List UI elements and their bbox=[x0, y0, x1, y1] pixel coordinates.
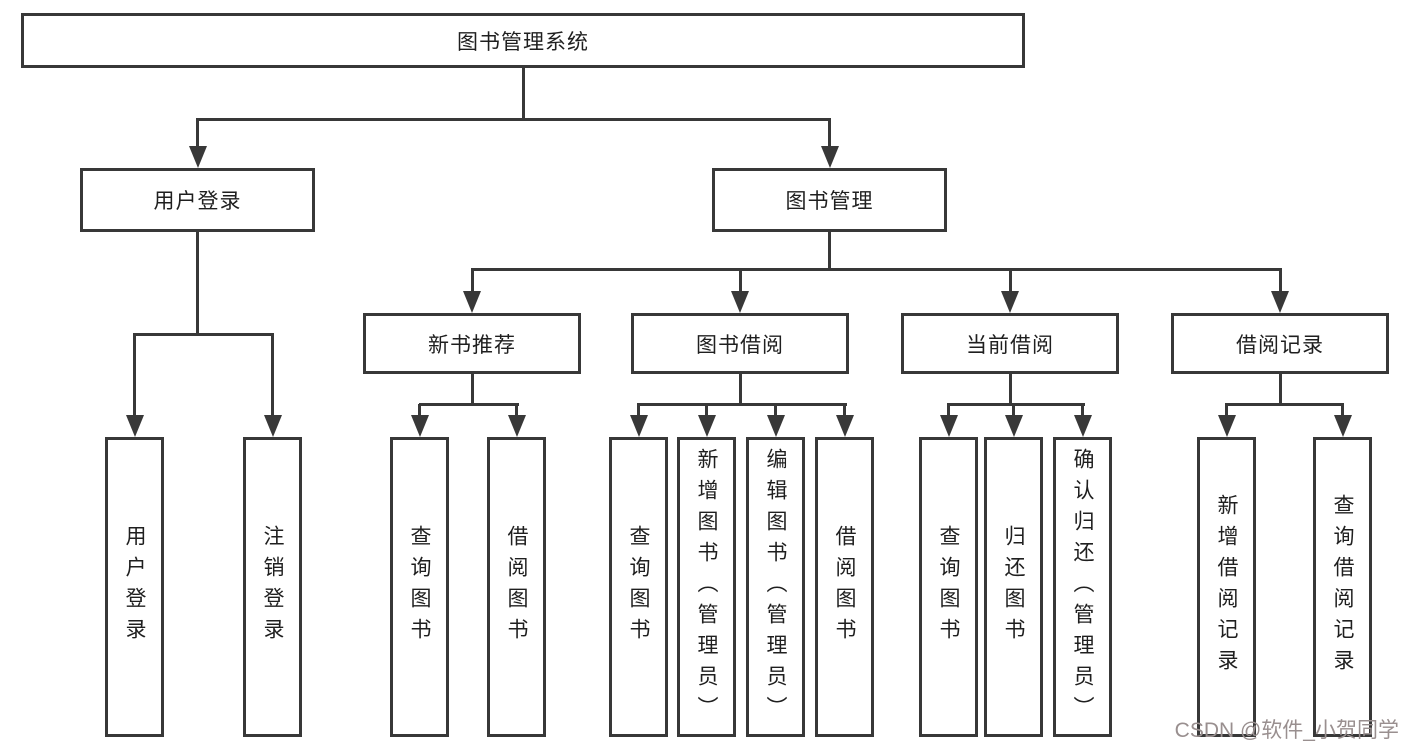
arrowhead-down-icon bbox=[1004, 415, 1023, 437]
connector-line bbox=[946, 402, 1085, 406]
arrowhead-down-icon bbox=[1217, 415, 1236, 437]
leaf-add-borrow-record: 新增借阅记录 bbox=[1197, 437, 1256, 737]
node-label: 图书管理 bbox=[785, 190, 874, 213]
connector-line bbox=[1012, 404, 1015, 417]
node-label: 新增图书（管理员） bbox=[695, 447, 718, 727]
node-label: 注销登录 bbox=[261, 525, 284, 649]
connector-line bbox=[196, 119, 199, 148]
arrowhead-down-icon bbox=[263, 415, 282, 437]
connector-line bbox=[1008, 269, 1012, 293]
connector-line bbox=[470, 269, 474, 293]
connector-line bbox=[947, 404, 950, 417]
arrowhead-down-icon bbox=[463, 291, 481, 313]
arrowhead-down-icon bbox=[188, 146, 207, 168]
arrowhead-down-icon bbox=[820, 146, 839, 168]
connector-line bbox=[843, 404, 846, 417]
arrowhead-down-icon bbox=[629, 415, 648, 437]
leaf-query-books-recommend: 查询图书 bbox=[390, 437, 449, 737]
node-label: 新书推荐 bbox=[428, 333, 516, 357]
connector-line bbox=[418, 402, 519, 406]
leaf-borrow-books-recommend: 借阅图书 bbox=[487, 437, 546, 737]
node-library-system-root: 图书管理系统 bbox=[21, 13, 1025, 68]
node-new-book-recommend: 新书推荐 bbox=[363, 313, 581, 374]
leaf-query-books-current: 查询图书 bbox=[919, 437, 978, 737]
leaf-query-borrow-record: 查询借阅记录 bbox=[1313, 437, 1372, 737]
node-label: 查询图书 bbox=[937, 525, 960, 649]
connector-line bbox=[705, 404, 708, 417]
connector-line bbox=[738, 374, 742, 406]
node-label: 借阅记录 bbox=[1236, 333, 1324, 357]
node-label: 图书借阅 bbox=[696, 333, 784, 357]
node-label: 查询图书 bbox=[408, 525, 431, 649]
node-label: 当前借阅 bbox=[966, 333, 1054, 357]
connector-line bbox=[470, 374, 474, 406]
arrowhead-down-icon bbox=[410, 415, 429, 437]
arrowhead-down-icon bbox=[1271, 291, 1289, 313]
arrowhead-down-icon bbox=[1333, 415, 1352, 437]
connector-line bbox=[418, 404, 421, 417]
node-label: 归还图书 bbox=[1002, 525, 1025, 649]
connector-line bbox=[470, 267, 1282, 271]
node-label: 图书管理系统 bbox=[457, 30, 589, 54]
connector-line bbox=[1278, 374, 1282, 406]
connector-line bbox=[1081, 404, 1084, 417]
leaf-edit-book-admin: 编辑图书（管理员） bbox=[746, 437, 805, 737]
leaf-query-books-borrowing: 查询图书 bbox=[609, 437, 668, 737]
node-label: 新增借阅记录 bbox=[1215, 494, 1238, 680]
watermark: CSDN @软件_小贺同学 bbox=[1174, 719, 1399, 742]
node-label: 用户登录 bbox=[123, 525, 146, 649]
connector-line bbox=[828, 232, 831, 271]
arrowhead-down-icon bbox=[1001, 291, 1019, 313]
connector-line bbox=[515, 404, 518, 417]
arrowhead-down-icon bbox=[939, 415, 958, 437]
leaf-confirm-return-admin: 确认归还（管理员） bbox=[1053, 437, 1112, 737]
node-label: 确认归还（管理员） bbox=[1071, 447, 1094, 727]
node-label: 查询图书 bbox=[627, 525, 650, 649]
connector-line bbox=[738, 269, 742, 293]
node-user-login: 用户登录 bbox=[80, 168, 315, 232]
arrowhead-down-icon bbox=[1073, 415, 1092, 437]
node-label: 编辑图书（管理员） bbox=[764, 447, 787, 727]
node-borrowing-records: 借阅记录 bbox=[1171, 313, 1389, 374]
node-book-borrowing: 图书借阅 bbox=[631, 313, 849, 374]
node-current-borrowing: 当前借阅 bbox=[901, 313, 1119, 374]
connector-line bbox=[636, 402, 847, 406]
node-book-management: 图书管理 bbox=[712, 168, 947, 232]
node-label: 借阅图书 bbox=[833, 525, 856, 649]
node-label: 查询借阅记录 bbox=[1331, 494, 1354, 680]
arrowhead-down-icon bbox=[697, 415, 716, 437]
node-label: 用户登录 bbox=[153, 190, 242, 213]
leaf-user-login: 用户登录 bbox=[105, 437, 164, 737]
connector-line bbox=[133, 334, 136, 417]
connector-line bbox=[1008, 374, 1012, 406]
arrowhead-down-icon bbox=[731, 291, 749, 313]
connector-line bbox=[828, 119, 831, 148]
connector-line bbox=[133, 332, 274, 336]
connector-line bbox=[271, 334, 274, 417]
connector-line bbox=[637, 404, 640, 417]
connector-line bbox=[1224, 402, 1344, 406]
arrowhead-down-icon bbox=[835, 415, 854, 437]
leaf-add-book-admin: 新增图书（管理员） bbox=[677, 437, 736, 737]
connector-line bbox=[1278, 269, 1282, 293]
connector-line bbox=[774, 404, 777, 417]
leaf-logout: 注销登录 bbox=[243, 437, 302, 737]
leaf-borrow-books-borrowing: 借阅图书 bbox=[815, 437, 874, 737]
connector-line bbox=[196, 232, 199, 336]
node-label: 借阅图书 bbox=[505, 525, 528, 649]
connector-line bbox=[1225, 404, 1228, 417]
leaf-return-book: 归还图书 bbox=[984, 437, 1043, 737]
arrowhead-down-icon bbox=[766, 415, 785, 437]
arrowhead-down-icon bbox=[507, 415, 526, 437]
connector-line bbox=[1341, 404, 1344, 417]
arrowhead-down-icon bbox=[125, 415, 144, 437]
connector-line bbox=[196, 117, 831, 121]
connector-line bbox=[521, 68, 525, 121]
